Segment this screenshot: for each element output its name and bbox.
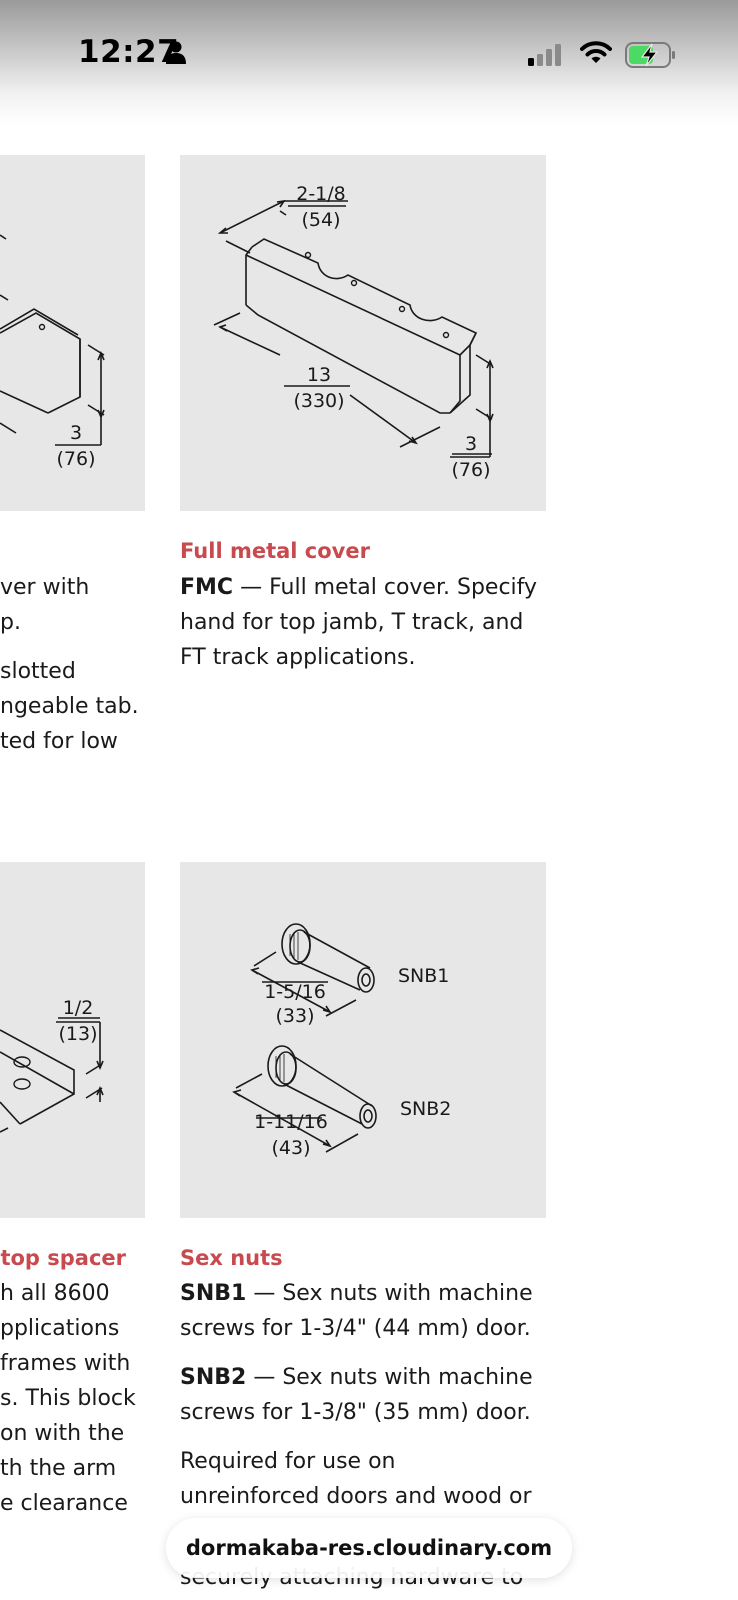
partial-heading: top spacer [0,1246,126,1270]
snb1-desc: screws for 1-3/4" (44 mm) door. [180,1316,531,1341]
text-fragment: frames with [0,1351,131,1376]
requirement-text: Required for use on [180,1449,396,1474]
fmc-description: FMC — Full metal cover. Specify hand for… [180,570,537,675]
text-fragment: h all 8600 [0,1281,110,1306]
dim-mm: (13) [58,1023,97,1045]
dim-in: 1/2 [63,997,94,1019]
fmc-desc-line: FT track applications. [180,645,416,670]
partial-product-panel-bottom: 1/2 (13) [0,862,145,1218]
dim-height-in: 3 [465,433,477,455]
text-fragment: on with the [0,1421,125,1446]
partial-cover-diagram: 3 (76) [0,234,105,470]
partial-spacer-diagram: 1/2 (13) [0,997,104,1133]
text-fragment: e clearance [0,1491,128,1516]
fmc-desc-line: — Full metal cover. Specify [233,575,538,600]
requirement-text: unreinforced doors and wood or [180,1484,532,1509]
dim-width-mm: (54) [301,209,340,231]
fmc-desc-line: hand for top jamb, T track, and [180,610,524,635]
sex-nuts-product-panel: SNB1 1-5/16 (33) SNB2 1-11/16 (43) [180,862,546,1218]
dim-height-mm: (76) [56,448,95,470]
snb2-desc: — Sex nuts with machine [246,1365,533,1390]
fmc-heading: Full metal cover [180,539,370,563]
dim-length-mm: (330) [293,390,344,412]
fmc-product-panel: 2-1/8 (54) 13 (330) 3 (76) [180,155,546,511]
text-fragment: pplications [0,1316,120,1341]
url-bar[interactable]: dormakaba-res.cloudinary.com [166,1518,572,1578]
sex-nuts-heading: Sex nuts [180,1246,283,1270]
snb2-dim-mm: (43) [271,1137,310,1159]
status-bar: 12:27 [0,0,738,125]
status-time: 12:27 [78,34,180,70]
snb1-dim-mm: (33) [275,1005,314,1027]
person-icon [166,41,186,64]
snb1-dim-in: 1-5/16 [264,981,326,1003]
snb2-code: SNB2 [180,1365,247,1390]
dim-height-in: 3 [70,422,82,444]
fmc-diagram: 2-1/8 (54) 13 (330) 3 (76) [213,183,494,481]
text-fragment: ted for low [0,729,118,754]
url-text: dormakaba-res.cloudinary.com [185,1536,553,1560]
snb1-label: SNB1 [398,965,449,987]
cellular-signal-icon [528,44,561,66]
text-fragment: p. [0,610,21,635]
partial-product-panel-top: 3 (76) [0,155,145,511]
dim-length-in: 13 [307,364,331,386]
sex-nuts-description: SNB1 — Sex nuts with machine screws for … [180,1276,533,1514]
snb1-code: SNB1 [180,1281,247,1306]
snb2-dim-in: 1-11/16 [254,1111,328,1133]
snb1-desc: — Sex nuts with machine [246,1281,533,1306]
text-fragment: ver with [0,575,90,600]
snb2-desc: screws for 1-3/8" (35 mm) door. [180,1400,531,1425]
text-fragment: ngeable tab. [0,694,139,719]
sex-nuts-diagram: SNB1 1-5/16 (33) SNB2 1-11/16 (43) [232,923,451,1159]
wifi-icon [580,41,612,63]
text-fragment: s. This block [0,1386,136,1411]
battery-charging-icon [625,42,675,68]
fmc-code: FMC [180,575,234,600]
snb2-label: SNB2 [400,1098,451,1120]
text-fragment: slotted [0,659,76,684]
dim-width-in: 2-1/8 [296,183,346,205]
dim-height-mm: (76) [451,459,490,481]
text-fragment: th the arm [0,1456,117,1481]
